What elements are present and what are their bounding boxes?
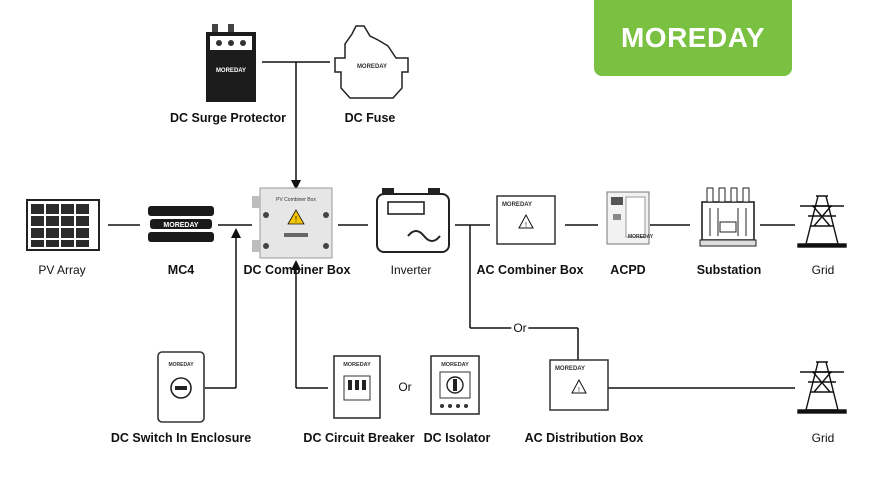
- label-grid-bottom: Grid: [811, 431, 835, 445]
- label-pv-array: PV Array: [38, 263, 86, 277]
- label-dc-switch-in-enclosure: DC Switch In Enclosure: [110, 431, 252, 445]
- connection-lines: [108, 61, 795, 389]
- label-dc-isolator: DC Isolator: [423, 431, 491, 445]
- mc4-brand-text: MOREDAY: [163, 222, 198, 229]
- label-dc-surge-protector: DC Surge Protector: [170, 111, 286, 125]
- fuse-brand: MOREDAY: [357, 64, 387, 70]
- ac-combiner-brand: MOREDAY: [502, 202, 532, 208]
- mc4-connector-icon: MOREDAY: [148, 206, 214, 242]
- power-tower-icon: [797, 361, 847, 414]
- label-ac-distribution-box: AC Distribution Box: [524, 431, 644, 445]
- svg-text:!: !: [578, 387, 580, 394]
- combiner-box-icon: PV Combiner Box !: [252, 187, 333, 259]
- ac-box-icon: MOREDAY !: [549, 359, 609, 411]
- acpd-icon: MOREDAY: [606, 191, 654, 245]
- svg-text:!: !: [295, 215, 297, 224]
- label-or-isolator: Or: [396, 380, 414, 394]
- circuit-breaker-icon: MOREDAY: [333, 355, 381, 419]
- switch-brand: MOREDAY: [168, 362, 194, 368]
- inverter-icon: [376, 188, 450, 253]
- logo-text: MOREDAY: [620, 22, 766, 53]
- solar-panel-icon: [26, 199, 100, 251]
- brand-logo: MOREDAY: [594, 0, 792, 76]
- label-inverter: Inverter: [390, 263, 432, 277]
- surge-protector-icon: MOREDAY: [206, 24, 256, 102]
- isolator-brand: MOREDAY: [441, 362, 469, 368]
- label-dc-combiner-box: DC Combiner Box: [243, 263, 351, 277]
- isolator-icon: MOREDAY: [430, 355, 480, 415]
- label-substation: Substation: [696, 263, 762, 277]
- label-dc-fuse: DC Fuse: [344, 111, 396, 125]
- power-tower-icon: [797, 195, 847, 248]
- switch-enclosure-icon: MOREDAY: [157, 351, 205, 423]
- acpd-brand: MOREDAY: [628, 234, 654, 240]
- label-acpd: ACPD: [610, 263, 646, 277]
- label-ac-combiner-box: AC Combiner Box: [476, 263, 584, 277]
- ac-box-icon: MOREDAY !: [496, 195, 556, 245]
- transformer-icon: [699, 187, 757, 247]
- combiner-box-label: PV Combiner Box: [276, 197, 316, 203]
- arrowheads: [231, 180, 301, 270]
- breaker-brand: MOREDAY: [343, 362, 371, 368]
- surge-brand: MOREDAY: [216, 68, 246, 74]
- label-mc4: MC4: [167, 263, 195, 277]
- fuse-icon: MOREDAY: [334, 25, 409, 99]
- svg-text:!: !: [525, 222, 527, 229]
- label-or-branch: Or: [511, 321, 529, 335]
- label-grid-top: Grid: [811, 263, 835, 277]
- label-dc-circuit-breaker: DC Circuit Breaker: [303, 431, 415, 445]
- ac-distribution-brand: MOREDAY: [555, 366, 585, 372]
